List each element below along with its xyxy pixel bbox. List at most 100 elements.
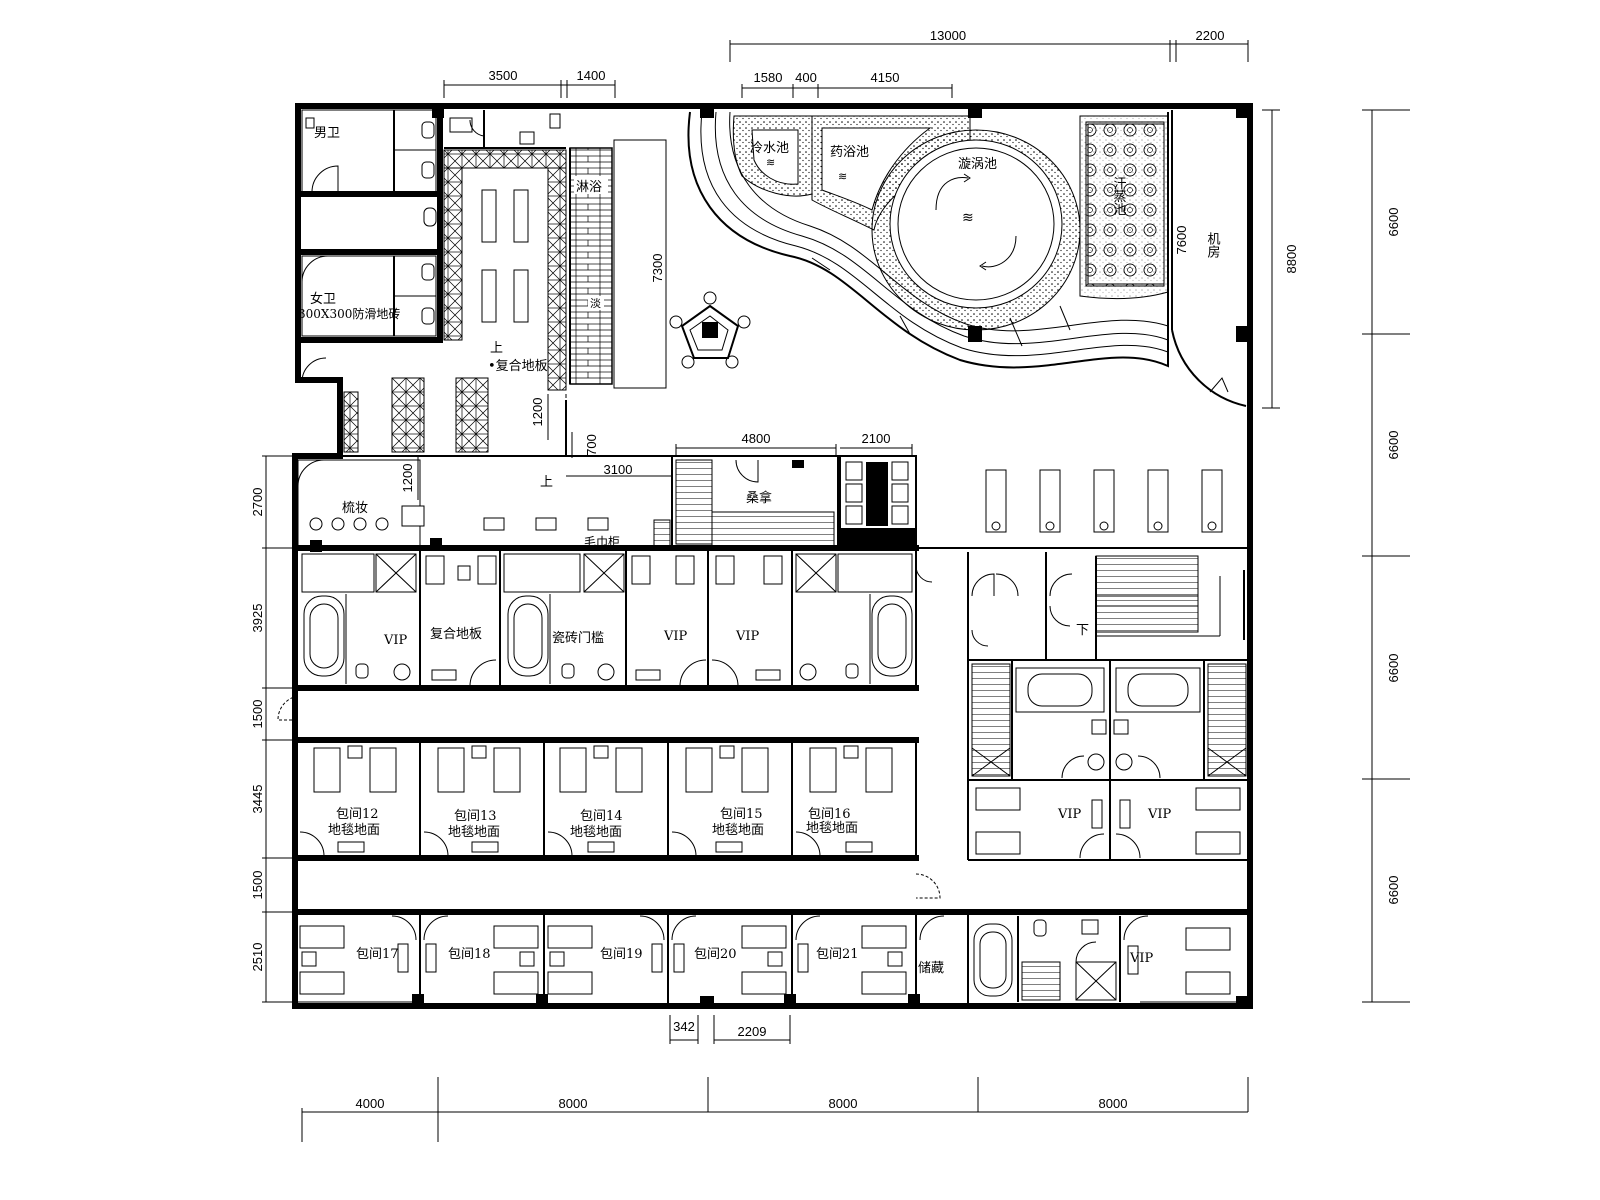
vip-label: VIP bbox=[663, 629, 688, 644]
dim-label: 6600 bbox=[1386, 208, 1401, 237]
vip-label: VIP bbox=[735, 629, 760, 644]
dim-label: 6600 bbox=[1386, 431, 1401, 460]
private-room-label: 包间18 bbox=[448, 947, 491, 962]
dim-label: 8000 bbox=[829, 1096, 858, 1111]
private-room-21: 包间21 bbox=[795, 915, 907, 995]
vip-label: VIP bbox=[1129, 951, 1154, 966]
up-mark-label-2: 上 bbox=[540, 475, 553, 490]
private-room-12: 包间12 地毯地面 bbox=[299, 745, 397, 857]
dim-label: 3445 bbox=[250, 785, 265, 814]
carpet-label: 地毯地面 bbox=[448, 825, 500, 840]
dim-label: 7600 bbox=[1174, 226, 1189, 255]
composite-floor-label: •复合地板 bbox=[488, 359, 548, 374]
pool-area: 冷水池 药浴池 漩涡池 汗蒸池 ≋ ≋ ≋ bbox=[687, 111, 1169, 369]
storage-label: 储藏 bbox=[918, 961, 944, 976]
private-rooms-upper bbox=[292, 737, 919, 861]
composite-floor-label-2: 复合地板 bbox=[430, 627, 482, 642]
whirl-pool-label: 漩涡池 bbox=[958, 157, 997, 172]
private-room-17: 包间17 bbox=[299, 915, 417, 995]
dim-label: 2100 bbox=[862, 431, 891, 446]
vip-label: VIP bbox=[1147, 807, 1172, 822]
dim-label: 8800 bbox=[1284, 245, 1299, 274]
right-wing: 下 VIP VIP bbox=[967, 552, 1248, 1002]
cold-pool-label: 冷水池 bbox=[750, 141, 789, 156]
dim-label: 13000 bbox=[930, 28, 966, 43]
dim-label: 1200 bbox=[530, 398, 545, 427]
shower-mark-label: 淡 bbox=[590, 297, 601, 310]
svg-text:≋: ≋ bbox=[838, 170, 847, 183]
private-rooms-lower bbox=[292, 909, 1253, 1006]
dimension-inner: 7300 1200 700 3100 1200 4800 2100 342 22… bbox=[400, 254, 913, 1044]
private-room-label: 包间20 bbox=[694, 947, 737, 962]
dim-label: 2700 bbox=[250, 488, 265, 517]
carpet-label: 地毯地面 bbox=[712, 823, 764, 838]
dim-label: 342 bbox=[673, 1019, 695, 1034]
svg-text:≋: ≋ bbox=[766, 156, 775, 169]
dim-label: 1500 bbox=[250, 871, 265, 900]
shower-label: 淋浴 bbox=[576, 180, 602, 195]
dim-label: 1200 bbox=[400, 464, 415, 493]
dim-label: 4800 bbox=[742, 431, 771, 446]
storage-room: 储藏 bbox=[918, 915, 944, 976]
stair-down-label: 下 bbox=[1076, 623, 1089, 638]
top-sink-row bbox=[444, 110, 566, 149]
shower-area: 淋浴 淡 bbox=[569, 139, 667, 389]
svg-text:≋: ≋ bbox=[962, 210, 974, 226]
dim-label: 3100 bbox=[604, 462, 633, 477]
dimension-bottom: 4000 8000 8000 8000 bbox=[301, 1077, 1249, 1142]
sauna: 桑拿 bbox=[653, 455, 839, 549]
carpet-label: 地毯地面 bbox=[806, 821, 858, 836]
private-room-18: 包间18 bbox=[423, 915, 539, 995]
dim-label: 1580 bbox=[754, 70, 783, 85]
women-wc-label: 女卫 bbox=[310, 291, 336, 307]
dimension-top: 13000 2200 3500 1400 1580 400 4150 bbox=[443, 28, 1249, 98]
private-room-16: 包间16 地毯地面 bbox=[795, 745, 893, 857]
private-room-20: 包间20 bbox=[671, 915, 787, 995]
private-room-13: 包间13 地毯地面 bbox=[423, 745, 521, 857]
dim-label: 4150 bbox=[871, 70, 900, 85]
women-wc-floor-label: 300X300防滑地砖 bbox=[298, 306, 400, 321]
carpet-label: 地毯地面 bbox=[570, 825, 622, 840]
herb-pool-label: 药浴池 bbox=[830, 145, 869, 160]
dim-label: 6600 bbox=[1386, 654, 1401, 683]
dimension-left: 2700 3925 1500 3445 1500 2510 bbox=[250, 455, 295, 1003]
private-room-label: 包间16 bbox=[808, 807, 851, 822]
sauna-label: 桑拿 bbox=[746, 490, 772, 506]
private-room-15: 包间15 地毯地面 bbox=[671, 745, 769, 857]
machine-room: 机房 bbox=[1171, 110, 1247, 407]
locker-room: 上 •复合地板 bbox=[343, 149, 567, 453]
men-wc: 男卫 bbox=[301, 109, 437, 193]
makeup-label: 梳妆 bbox=[342, 501, 368, 516]
dim-label: 1400 bbox=[577, 68, 606, 83]
dim-label: 8000 bbox=[1099, 1096, 1128, 1111]
dim-label: 8000 bbox=[559, 1096, 588, 1111]
private-room-label: 包间13 bbox=[454, 809, 497, 824]
up-mark-label: 上 bbox=[490, 341, 503, 356]
dim-label: 1500 bbox=[250, 700, 265, 729]
makeup-room: 梳妆 上 毛巾柜 bbox=[297, 459, 620, 549]
vip-label: VIP bbox=[1057, 807, 1082, 822]
dim-label: 700 bbox=[584, 434, 599, 456]
machine-room-label: 机房 bbox=[1205, 232, 1221, 258]
steam-pool-label: 汗蒸池 bbox=[1111, 177, 1127, 216]
private-room-label: 包间14 bbox=[580, 809, 623, 824]
private-room-label: 包间12 bbox=[336, 807, 379, 822]
private-room-label: 包间21 bbox=[816, 947, 859, 962]
carpet-label: 地毯地面 bbox=[328, 823, 380, 838]
vip-row-upper: VIP 复合地板 瓷砖门槛 VIP VIP bbox=[292, 548, 933, 691]
lounge-beds bbox=[985, 469, 1223, 533]
dim-label: 2209 bbox=[738, 1024, 767, 1039]
vip-label: VIP bbox=[383, 633, 408, 648]
towel-rack-label: 毛巾柜 bbox=[584, 535, 620, 549]
private-room-19: 包间19 bbox=[547, 915, 665, 995]
dimension-right: 6600 6600 6600 6600 8800 7600 bbox=[1174, 109, 1410, 1003]
dim-label: 400 bbox=[795, 70, 817, 85]
private-room-14: 包间14 地毯地面 bbox=[547, 745, 643, 857]
women-wc: 女卫 300X300防滑地砖 bbox=[298, 255, 437, 383]
dim-label: 3925 bbox=[250, 604, 265, 633]
private-room-label: 包间19 bbox=[600, 947, 643, 962]
dim-label: 6600 bbox=[1386, 876, 1401, 905]
private-room-label: 包间17 bbox=[356, 947, 399, 962]
round-table bbox=[669, 291, 751, 369]
